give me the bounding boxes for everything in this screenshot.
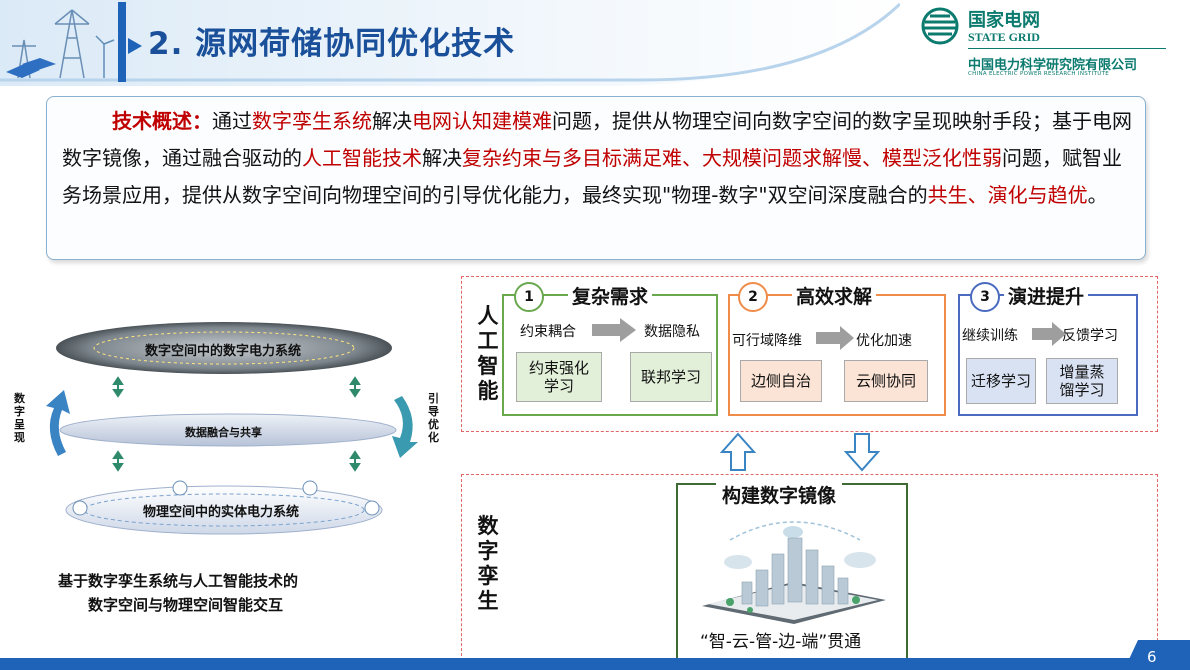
card-2-arrow-icon (816, 326, 854, 350)
overview-text-4: 解决 (422, 146, 462, 170)
card-1-arrow-icon (592, 318, 636, 342)
logo-name: 国家电网 (968, 10, 1040, 31)
overview-text-1: 通过 (212, 109, 252, 133)
physical-space-layer (65, 485, 383, 535)
page-title: 2. 源网荷储协同优化技术 (148, 26, 516, 62)
organization-english-name: CHINA ELECTRIC POWER RESEARCH INSTITUTE (968, 71, 1110, 77)
organization-name: 中国电力科学研究院有限公司 (968, 58, 1138, 73)
overview-highlight-4: 复杂约束与多目标满足难、大规模问题求解慢、模型泛化性弱 (462, 146, 1002, 170)
overview-paragraph: 技术概述：通过数字孪生系统解决电网认知建模难问题，提供从物理空间向数字空间的数字… (62, 103, 1136, 214)
header-banner (0, 0, 900, 86)
data-fusion-label: 数据融合与共享 (185, 426, 262, 439)
digital-presentation-label: 数字呈现 (14, 392, 25, 444)
overview-box (46, 96, 1146, 260)
ai-region (461, 276, 1158, 432)
digital-mirror-caption: “智-云-管-边-端”贯通 (700, 632, 862, 652)
card-3-right-sub: 反馈学习 (1062, 328, 1118, 344)
logo-english-name: STATE GRID (968, 30, 1040, 44)
overview-text-3: 问题，提供从物理空间向数字空间的数字呈现映射手段；基于电网数字镜像，通过融合驱动… (62, 109, 1132, 170)
card-2-number: 2 (738, 282, 768, 312)
state-grid-logo-icon (921, 7, 959, 45)
overview-text-6: 。 (1087, 183, 1108, 207)
card-2-right-sub: 优化加速 (856, 333, 912, 349)
card-1-left-sub: 约束耦合 (520, 324, 576, 340)
up-arrow-icon (720, 432, 756, 471)
guided-optimization-label: 引导优化 (428, 392, 439, 444)
twin-section-label: 数字孪生 (477, 514, 499, 613)
overview-highlight-2: 电网认知建模难 (412, 109, 552, 133)
diagram-caption-line-1: 基于数字孪生系统与人工智能技术的 (58, 572, 299, 590)
overview-highlight-3: 人工智能技术 (302, 146, 422, 170)
card-3-right-box: 增量蒸馏学习 (1046, 358, 1118, 404)
card-3-left-box: 迁移学习 (966, 358, 1036, 404)
card-3-title: 演进提升 (1004, 282, 1089, 309)
card-2-left-sub: 可行域降维 (732, 333, 802, 349)
ai-section-label: 人工智能 (477, 304, 499, 403)
digital-space-layer (56, 322, 392, 374)
overview-highlight-1: 数字孪生系统 (252, 109, 372, 133)
overview-label: 技术概述： (112, 109, 212, 133)
physical-space-label: 物理空间中的实体电力系统 (143, 505, 300, 520)
card-3-arrow-icon (1032, 322, 1066, 346)
guided-optimization-arrow (392, 396, 418, 458)
digital-mirror-title: 构建数字镜像 (716, 481, 843, 508)
card-1-number: 1 (514, 282, 544, 312)
card-2-left-box: 边侧自治 (740, 360, 822, 402)
card-3-number: 3 (970, 282, 1000, 312)
overview-text-2: 解决 (372, 109, 412, 133)
card-1-left-box: 约束强化学习 (516, 352, 602, 402)
logo-divider (968, 48, 1166, 49)
overview-highlight-5: 共生、演化与趋优 (927, 183, 1088, 207)
card-2-right-box: 云侧协同 (844, 360, 928, 402)
digital-presentation-arrow (46, 390, 70, 456)
digital-space-label: 数字空间中的数字电力系统 (145, 344, 302, 359)
diagram-caption-line-2: 数字空间与物理空间智能交互 (88, 596, 284, 614)
interaction-diagram (46, 322, 418, 535)
data-fusion-layer (59, 413, 397, 447)
card-3-left-sub: 继续训练 (962, 328, 1018, 344)
down-arrow-icon (844, 433, 880, 472)
card-1-right-box: 联邦学习 (630, 352, 712, 402)
footer-bar (0, 658, 1190, 670)
smart-city-icon (702, 521, 886, 624)
page-number-badge (1124, 640, 1190, 670)
card-2-title: 高效求解 (792, 282, 877, 309)
card-1-title: 复杂需求 (568, 282, 653, 309)
page-number: 6 (1147, 648, 1157, 666)
card-1-right-sub: 数据隐私 (644, 324, 700, 340)
overview-text-5: 问题，赋智业务场景应用，提供从数字空间向物理空间的引导优化能力，最终实现"物理-… (62, 146, 1122, 207)
